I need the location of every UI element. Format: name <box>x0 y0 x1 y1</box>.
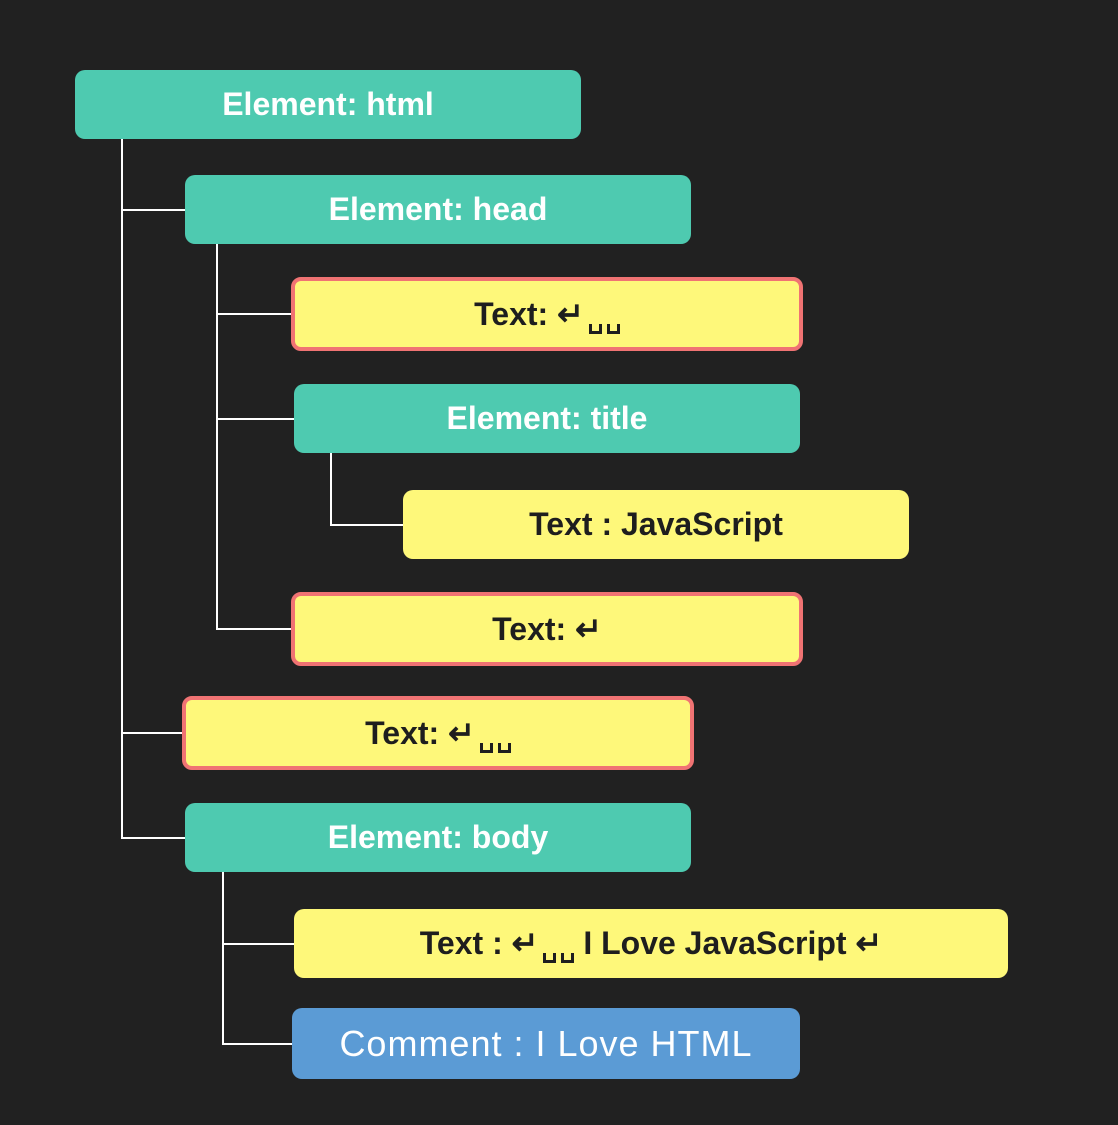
connector-line <box>330 453 332 526</box>
connector-line <box>223 943 294 945</box>
node-label: Element: body <box>328 819 548 856</box>
node-label: Text: ↵ <box>365 714 511 753</box>
node-label-text: Element: head <box>328 191 548 227</box>
connector-line <box>216 244 218 630</box>
connector-line <box>122 732 182 734</box>
element-node-html: Element: html <box>75 70 581 139</box>
node-label-text: Text: <box>492 611 576 647</box>
node-label-text: Element: body <box>327 819 549 855</box>
return-icon: ↵ <box>511 925 539 961</box>
comment-node-comment: Comment : I Love HTML <box>292 1008 800 1079</box>
connector-line <box>223 1043 292 1045</box>
node-label-text: I Love JavaScript <box>574 925 856 961</box>
node-label: Text : ↵ I Love JavaScript ↵ <box>419 924 883 963</box>
node-label: Element: head <box>329 191 548 228</box>
node-label-text: Text : <box>419 925 512 961</box>
return-icon: ↵ <box>855 925 883 961</box>
text-node-title-text: Text : JavaScript <box>403 490 909 559</box>
element-node-body: Element: body <box>185 803 691 872</box>
node-label: Element: html <box>222 86 434 123</box>
node-label-text: Element: html <box>222 86 434 122</box>
node-label: Comment : I Love HTML <box>339 1023 752 1065</box>
space-icon <box>497 742 511 753</box>
node-label: Element: title <box>447 400 648 437</box>
node-label-text: Text : JavaScript <box>529 506 783 542</box>
element-node-title: Element: title <box>294 384 800 453</box>
node-label: Text: ↵ <box>474 295 620 334</box>
element-node-head: Element: head <box>185 175 691 244</box>
node-label: Text : JavaScript <box>529 506 783 543</box>
text-node-body-text: Text : ↵ I Love JavaScript ↵ <box>294 909 1008 978</box>
node-label-text: Element: title <box>446 400 648 436</box>
connector-line <box>217 418 294 420</box>
connector-line <box>222 872 224 1045</box>
connector-line <box>217 628 291 630</box>
return-icon: ↵ <box>557 295 584 332</box>
connector-line <box>122 209 185 211</box>
connector-line <box>122 837 185 839</box>
space-icon <box>479 742 493 753</box>
text-node-head-text-2: Text: ↵ <box>291 592 803 666</box>
connector-line <box>331 524 403 526</box>
space-icon <box>606 323 620 334</box>
text-node-html-text: Text: ↵ <box>182 696 694 770</box>
connector-line <box>217 313 291 315</box>
node-label-text: Text: <box>474 295 558 332</box>
node-label: Text: ↵ <box>492 610 602 648</box>
space-icon <box>561 953 575 963</box>
return-icon: ↵ <box>575 611 602 647</box>
space-icon <box>588 323 602 334</box>
node-label-text: Comment : I Love HTML <box>339 1022 753 1064</box>
node-label-text: Text: <box>365 714 449 751</box>
connector-line <box>121 139 123 839</box>
space-icon <box>543 953 557 963</box>
text-node-head-text-1: Text: ↵ <box>291 277 803 351</box>
return-icon: ↵ <box>448 714 475 751</box>
